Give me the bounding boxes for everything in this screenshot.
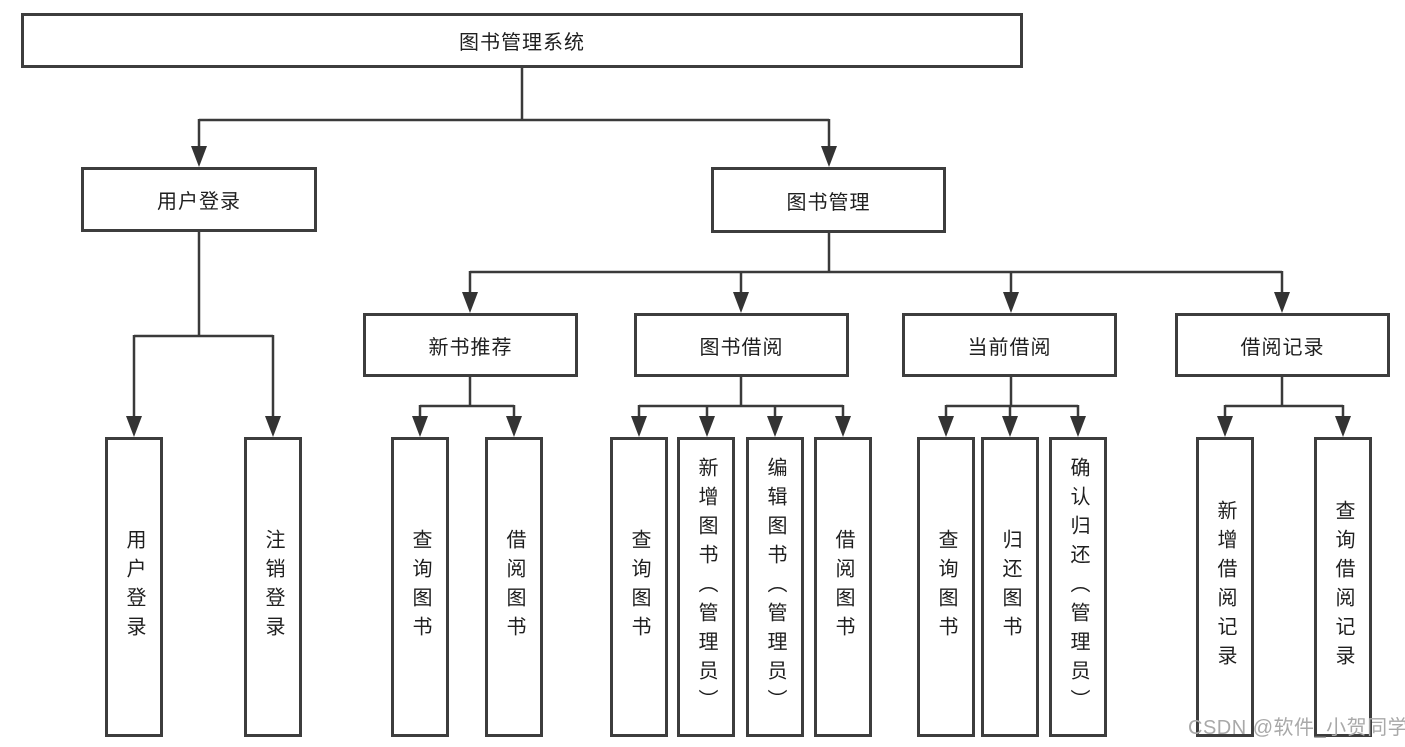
leaf-user-login-label: 用户登录 (123, 529, 145, 645)
node-new-book-recommend-label: 新书推荐 (428, 336, 513, 359)
leaf-add-borrow-record: 新增借阅记录 (1196, 437, 1254, 737)
leaf-return-books-label: 归还图书 (999, 529, 1021, 645)
leaf-borrow-books-recommend: 借阅图书 (485, 437, 543, 737)
leaf-borrow-books-borrowing-label: 借阅图书 (832, 529, 854, 645)
leaf-query-books-borrowing: 查询图书 (610, 437, 668, 737)
leaf-user-login: 用户登录 (105, 437, 163, 737)
leaf-confirm-return-admin-label: 确认归还（管理员） (1067, 456, 1089, 718)
leaf-query-books-borrowing-label: 查询图书 (628, 529, 650, 645)
node-borrowing-records-label: 借阅记录 (1240, 336, 1325, 359)
node-book-management-label: 图书管理 (786, 191, 871, 214)
node-book-borrowing-label: 图书借阅 (699, 336, 784, 359)
csdn-watermark: CSDN @软件_小贺同学 (1188, 717, 1405, 739)
leaf-query-borrow-record-label: 查询借阅记录 (1332, 500, 1354, 674)
leaf-add-book-admin: 新增图书（管理员） (677, 437, 735, 737)
leaf-add-borrow-record-label: 新增借阅记录 (1214, 500, 1236, 674)
leaf-return-books: 归还图书 (981, 437, 1039, 737)
leaf-confirm-return-admin: 确认归还（管理员） (1049, 437, 1107, 737)
node-root-label: 图书管理系统 (459, 32, 585, 54)
leaf-query-books-current-label: 查询图书 (935, 529, 957, 645)
leaf-edit-book-admin-label: 编辑图书（管理员） (764, 456, 786, 718)
node-user-login-label: 用户登录 (157, 191, 241, 213)
leaf-query-borrow-record: 查询借阅记录 (1314, 437, 1372, 737)
leaf-borrow-books-recommend-label: 借阅图书 (503, 529, 525, 645)
node-borrowing-records: 借阅记录 (1175, 313, 1390, 377)
node-book-management: 图书管理 (711, 167, 946, 233)
node-book-borrowing: 图书借阅 (634, 313, 849, 377)
leaf-edit-book-admin: 编辑图书（管理员） (746, 437, 804, 737)
leaf-add-book-admin-label: 新增图书（管理员） (695, 456, 717, 718)
leaf-query-books-recommend-label: 查询图书 (409, 529, 431, 645)
leaf-query-books-recommend: 查询图书 (391, 437, 449, 737)
node-current-borrowing-label: 当前借阅 (967, 336, 1052, 359)
node-new-book-recommend: 新书推荐 (363, 313, 578, 377)
edge-lines (132, 68, 1345, 421)
node-current-borrowing: 当前借阅 (902, 313, 1117, 377)
leaf-logout-label: 注销登录 (262, 529, 284, 645)
node-user-login: 用户登录 (81, 167, 317, 232)
node-root: 图书管理系统 (21, 13, 1023, 68)
leaf-borrow-books-borrowing: 借阅图书 (814, 437, 872, 737)
leaf-query-books-current: 查询图书 (917, 437, 975, 737)
leaf-logout: 注销登录 (244, 437, 302, 737)
